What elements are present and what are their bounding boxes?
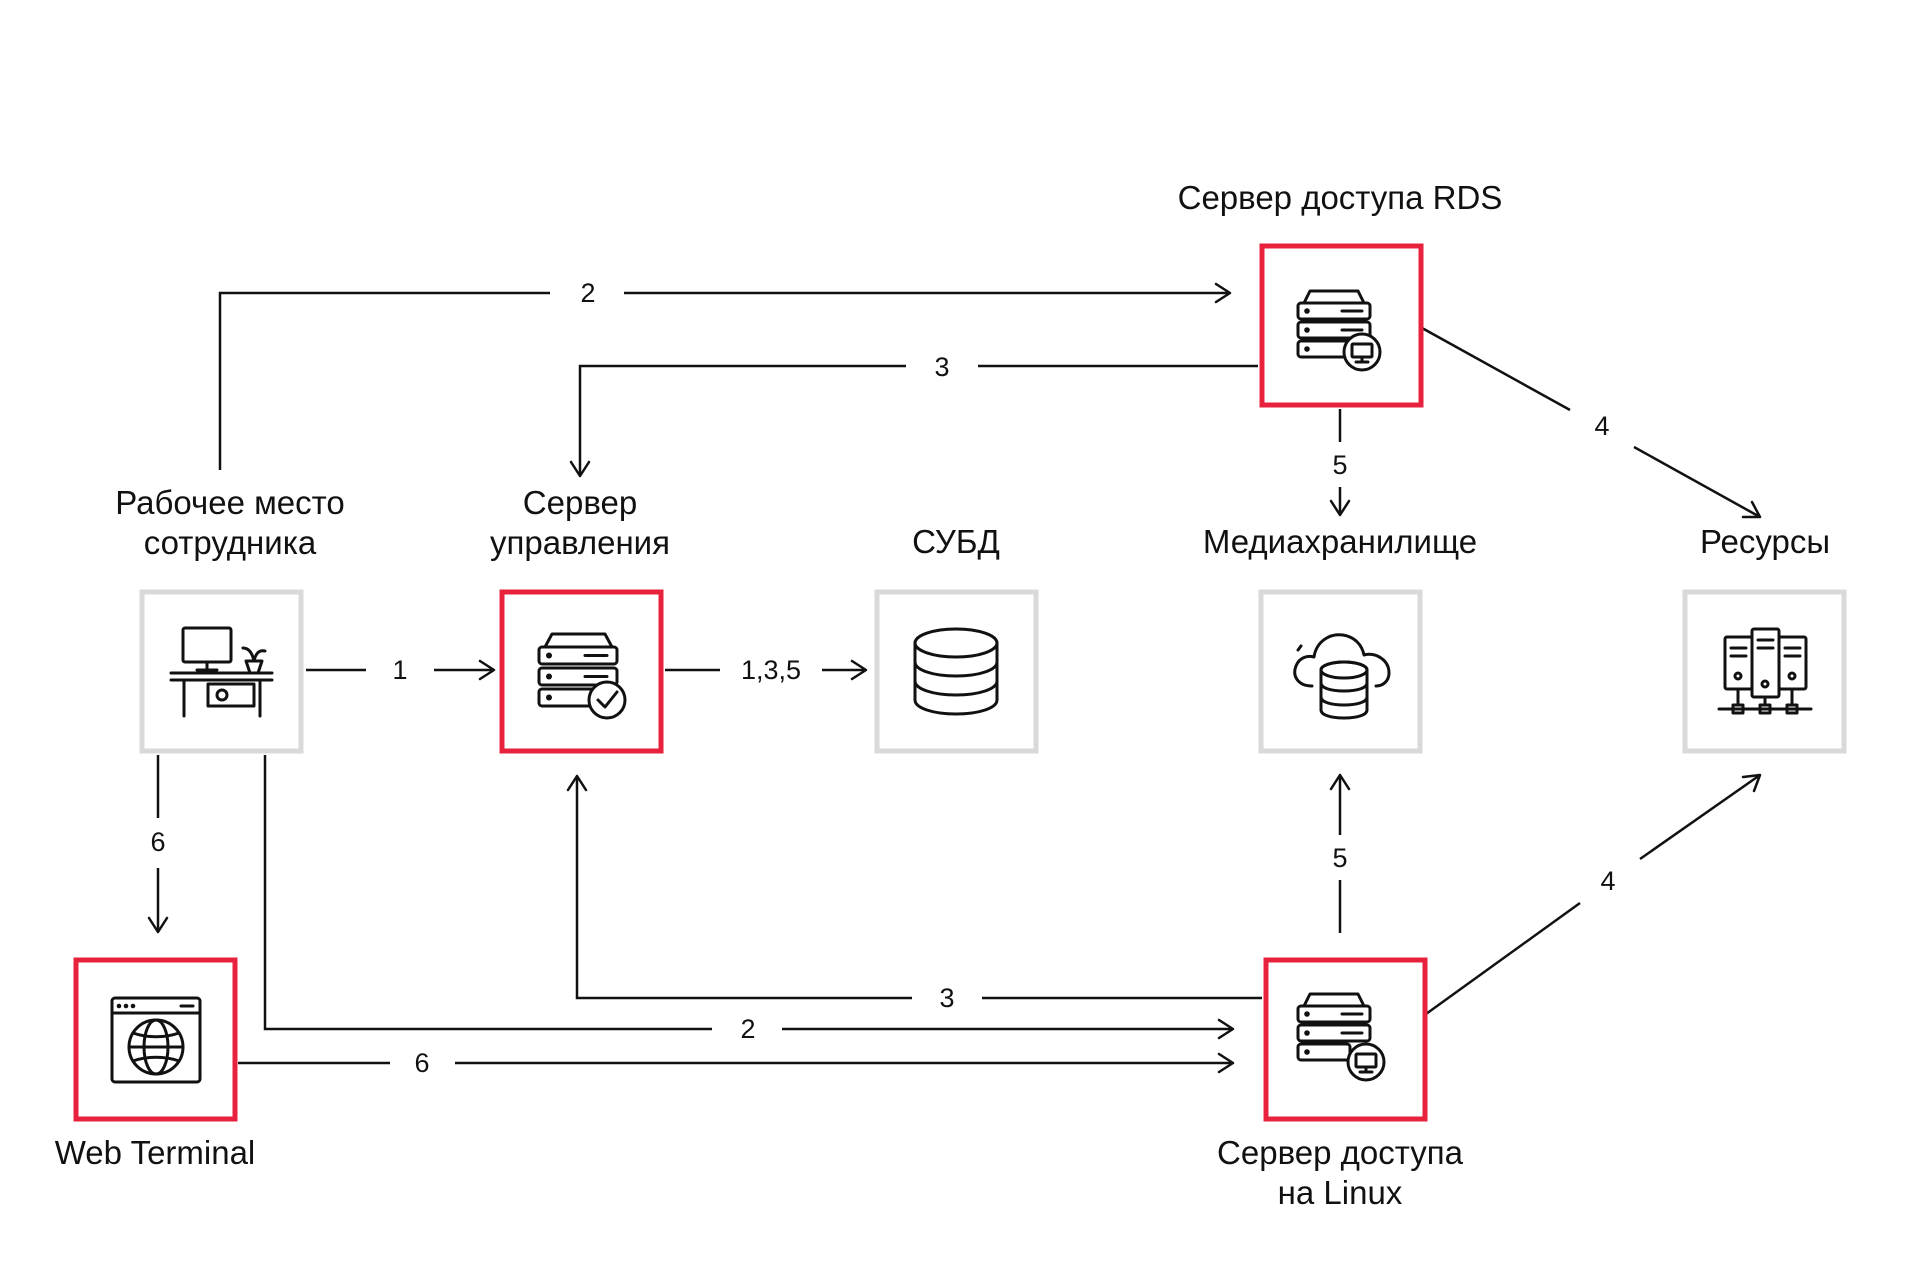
- workstation-label-line1: Рабочее место: [115, 484, 345, 521]
- mgmt-server-label: Сервер управления: [440, 483, 720, 563]
- server-monitor-icon: [1296, 992, 1386, 1082]
- edge-linux-resources: [1425, 773, 1762, 1016]
- cloud-database-icon: [1293, 633, 1391, 720]
- edge-label: 2: [580, 278, 595, 308]
- edge-webterminal-linux: [238, 1052, 1235, 1074]
- web-terminal-node: [73, 957, 238, 1122]
- edge-label: 3: [934, 352, 949, 382]
- edge-rds-resources: [1421, 326, 1762, 519]
- server-cluster-icon: [1717, 627, 1813, 715]
- rds-server-label: Сервер доступа RDS: [1177, 179, 1503, 216]
- web-terminal-label: Web Terminal: [54, 1134, 256, 1171]
- linux-server-node: [1263, 957, 1428, 1122]
- dbms-label: СУБД: [912, 523, 1000, 560]
- edge-mgmt-dbms: [665, 659, 868, 681]
- workstation-label-line2: сотрудника: [143, 524, 317, 561]
- rds-server-node: [1259, 243, 1424, 408]
- server-check-icon: [537, 632, 627, 720]
- mgmt-server-label-line2: управления: [490, 524, 670, 561]
- linux-server-label-line2: на Linux: [1277, 1174, 1403, 1211]
- edge-workstation-webterminal: [147, 755, 169, 934]
- edge-linux-media: [1329, 773, 1351, 933]
- workstation-node: [139, 589, 304, 754]
- edge-label: 6: [414, 1048, 429, 1078]
- edge-label: 5: [1332, 450, 1347, 480]
- media-storage-node: [1258, 589, 1423, 754]
- browser-globe-icon: [110, 996, 202, 1084]
- linux-server-label: Сервер доступа на Linux: [1170, 1133, 1510, 1213]
- edge-label: 2: [740, 1014, 755, 1044]
- resources-node: [1682, 589, 1847, 754]
- server-monitor-icon: [1296, 289, 1382, 372]
- edge-rds-mgmt: [569, 364, 1258, 478]
- edge-label: 4: [1600, 866, 1615, 896]
- edge-workstation-mgmt: [306, 659, 496, 681]
- edge-workstation-linux: [263, 755, 1235, 1040]
- resources-label: Ресурсы: [1699, 523, 1831, 560]
- edge-label: 1,3,5: [741, 655, 801, 685]
- mgmt-server-node: [499, 589, 664, 754]
- edge-workstation-rds: [218, 282, 1232, 470]
- dbms-node: [874, 589, 1039, 754]
- linux-server-label-line1: Сервер доступа: [1217, 1134, 1463, 1171]
- workstation-label: Рабочее место сотрудника: [80, 483, 380, 563]
- edge-label: 4: [1594, 411, 1609, 441]
- desk-workstation-icon: [169, 626, 274, 718]
- database-icon: [913, 627, 999, 716]
- edge-label: 3: [939, 983, 954, 1013]
- edge-rds-media: [1329, 409, 1351, 517]
- mgmt-server-label-line1: Сервер: [522, 484, 638, 521]
- media-storage-label: Медиахранилище: [1202, 523, 1478, 560]
- edge-label: 5: [1332, 843, 1347, 873]
- edge-linux-mgmt: [566, 774, 1262, 1000]
- edge-label: 6: [150, 827, 165, 857]
- edge-label: 1: [392, 655, 407, 685]
